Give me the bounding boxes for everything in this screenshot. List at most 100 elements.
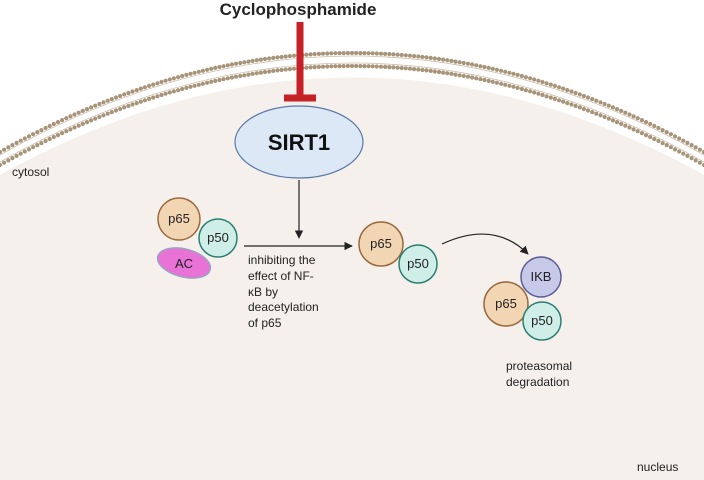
lipid-head — [499, 81, 504, 86]
lipid-head — [200, 68, 205, 73]
lipid-head — [432, 56, 437, 61]
lipid-head — [188, 84, 193, 89]
lipid-head — [494, 67, 499, 72]
lipid-head — [565, 88, 570, 93]
lipid-head — [594, 98, 599, 103]
lipid-head — [677, 136, 682, 141]
lipid-head — [142, 85, 147, 90]
lipid-head — [233, 74, 239, 79]
lipid-head — [486, 78, 491, 83]
lipid-head — [428, 55, 433, 61]
lipid-head — [610, 105, 616, 110]
lipid-head — [370, 51, 375, 56]
lipid-head — [0, 149, 3, 155]
lipid-head — [246, 72, 251, 77]
lipid-head — [205, 80, 210, 85]
lipid-head — [635, 129, 640, 134]
lipid-head — [47, 123, 52, 129]
lipid-head — [668, 145, 674, 150]
lipid-head — [528, 89, 533, 94]
lipid-head — [35, 143, 40, 148]
lipid-head — [238, 73, 243, 79]
lipid-head — [209, 79, 214, 84]
lipid-head — [254, 71, 259, 76]
cell-membrane — [0, 50, 704, 168]
lipid-head — [275, 55, 280, 60]
lipid-head — [246, 59, 251, 64]
lipid-head — [267, 69, 272, 74]
lipid-head — [167, 77, 172, 82]
lipid-head — [14, 140, 19, 145]
lipid-head — [312, 65, 317, 70]
lipid-head — [196, 82, 201, 87]
lipid-head — [573, 90, 578, 96]
lipid-head — [619, 108, 624, 113]
lipid-tail-line — [0, 55, 704, 156]
lipid-head — [308, 52, 313, 57]
cell-interior — [0, 77, 704, 480]
lipid-head — [660, 128, 665, 133]
lipid-head — [10, 156, 15, 161]
lipid-head — [552, 83, 558, 88]
lipid-head — [445, 58, 450, 63]
lipid-head — [291, 53, 297, 58]
lipid-head — [528, 76, 533, 81]
lipid-head — [474, 63, 479, 68]
lipid-head — [325, 64, 330, 69]
lipid-head — [577, 92, 582, 97]
lipid-head — [14, 153, 19, 158]
lipid-head — [536, 91, 541, 96]
lipid-head — [93, 103, 98, 108]
lipid-head — [316, 51, 321, 57]
lipid-head — [374, 64, 379, 69]
lipid-head — [631, 114, 636, 119]
lipid-head — [109, 110, 114, 115]
lipid-head — [221, 77, 226, 82]
lipid-head — [345, 63, 350, 69]
lipid-head — [147, 83, 152, 88]
lipid-head — [358, 51, 363, 56]
lipid-head — [619, 121, 624, 126]
lipid-head — [134, 88, 139, 93]
lipid-head — [544, 81, 549, 86]
lipid-head — [552, 96, 558, 101]
lipid-head — [631, 127, 636, 132]
lipid-head — [184, 72, 189, 77]
lipid-head — [130, 89, 135, 94]
lipid-head — [465, 61, 471, 66]
lipid-head — [685, 153, 690, 158]
lipid-head — [585, 108, 591, 113]
lipid-head — [233, 61, 239, 66]
lipid-head — [262, 56, 268, 62]
lipid-head — [283, 54, 288, 59]
lipid-head — [312, 52, 317, 57]
lipid-head — [453, 72, 458, 77]
lipid-head — [68, 114, 73, 119]
lipid-head — [627, 125, 632, 130]
lipid-head — [362, 64, 367, 69]
lipid-head — [138, 99, 143, 104]
lipid-head — [693, 145, 698, 150]
lipid-head — [122, 92, 127, 97]
lipid-head — [672, 147, 678, 152]
annotation-line-5: of p65 — [248, 316, 282, 330]
lipid-head — [664, 143, 669, 148]
lipid-head — [428, 68, 433, 73]
lipid-head — [623, 123, 628, 128]
lipid-head — [581, 106, 587, 112]
lipid-head — [89, 105, 94, 110]
lipid-head — [333, 64, 338, 69]
ac-protein — [156, 247, 212, 279]
p65-right — [483, 281, 529, 327]
sirt1-label: SIRT1 — [268, 130, 330, 155]
lipid-head — [163, 91, 168, 96]
lipid-head — [486, 65, 491, 70]
lipid-head — [391, 52, 396, 57]
lipid-head — [602, 114, 607, 120]
p65-left-label: p65 — [168, 211, 190, 226]
lipid-head — [420, 54, 425, 60]
lipid-head — [432, 69, 437, 74]
lipid-head — [465, 74, 471, 79]
lipid-head — [569, 89, 574, 94]
lipid-head — [354, 63, 359, 69]
